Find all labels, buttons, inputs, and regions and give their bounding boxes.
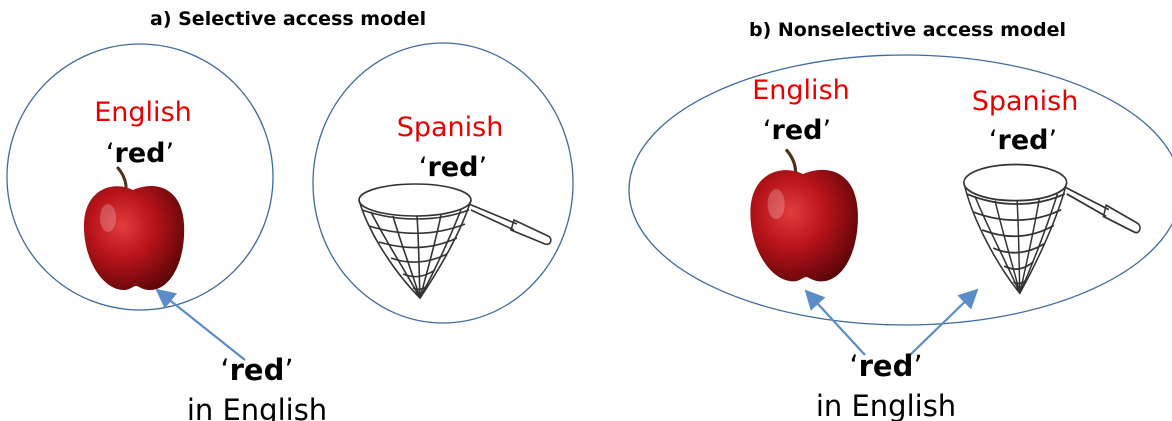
stimulus-context-a: in English [186,393,328,421]
apple-icon [83,166,185,290]
net-icon [358,183,552,300]
english-label-a: English [94,97,192,128]
english-word-b: ‘red’ [762,115,832,146]
panel-a-title: a) Selective access model [150,8,427,30]
stimulus-context-b: in English [815,389,957,421]
spanish-circle-a [312,42,574,324]
spanish-label-b: Spanish [971,86,1079,117]
arrow-a [155,288,246,361]
panel-b-title: b) Nonselective access model [749,19,1067,41]
arrow-b-left [804,289,866,356]
net-icon [963,163,1141,295]
arrow-b-right [909,288,979,356]
english-circle-a [6,43,274,311]
spanish-word-a: ‘red’ [418,152,488,183]
stimulus-word-b: ‘red’ [849,349,923,383]
spanish-word-b: ‘red’ [988,125,1058,156]
stimulus-a: ‘red’ in English [187,350,327,421]
apple-icon [750,148,858,282]
english-word-a: ‘red’ [105,138,175,169]
stimulus-word-a: ‘red’ [220,353,294,387]
stimulus-b: ‘red’ in English [816,346,956,421]
english-label-b: English [752,75,850,106]
combined-ellipse-b [628,54,1172,326]
spanish-label-a: Spanish [396,112,504,143]
